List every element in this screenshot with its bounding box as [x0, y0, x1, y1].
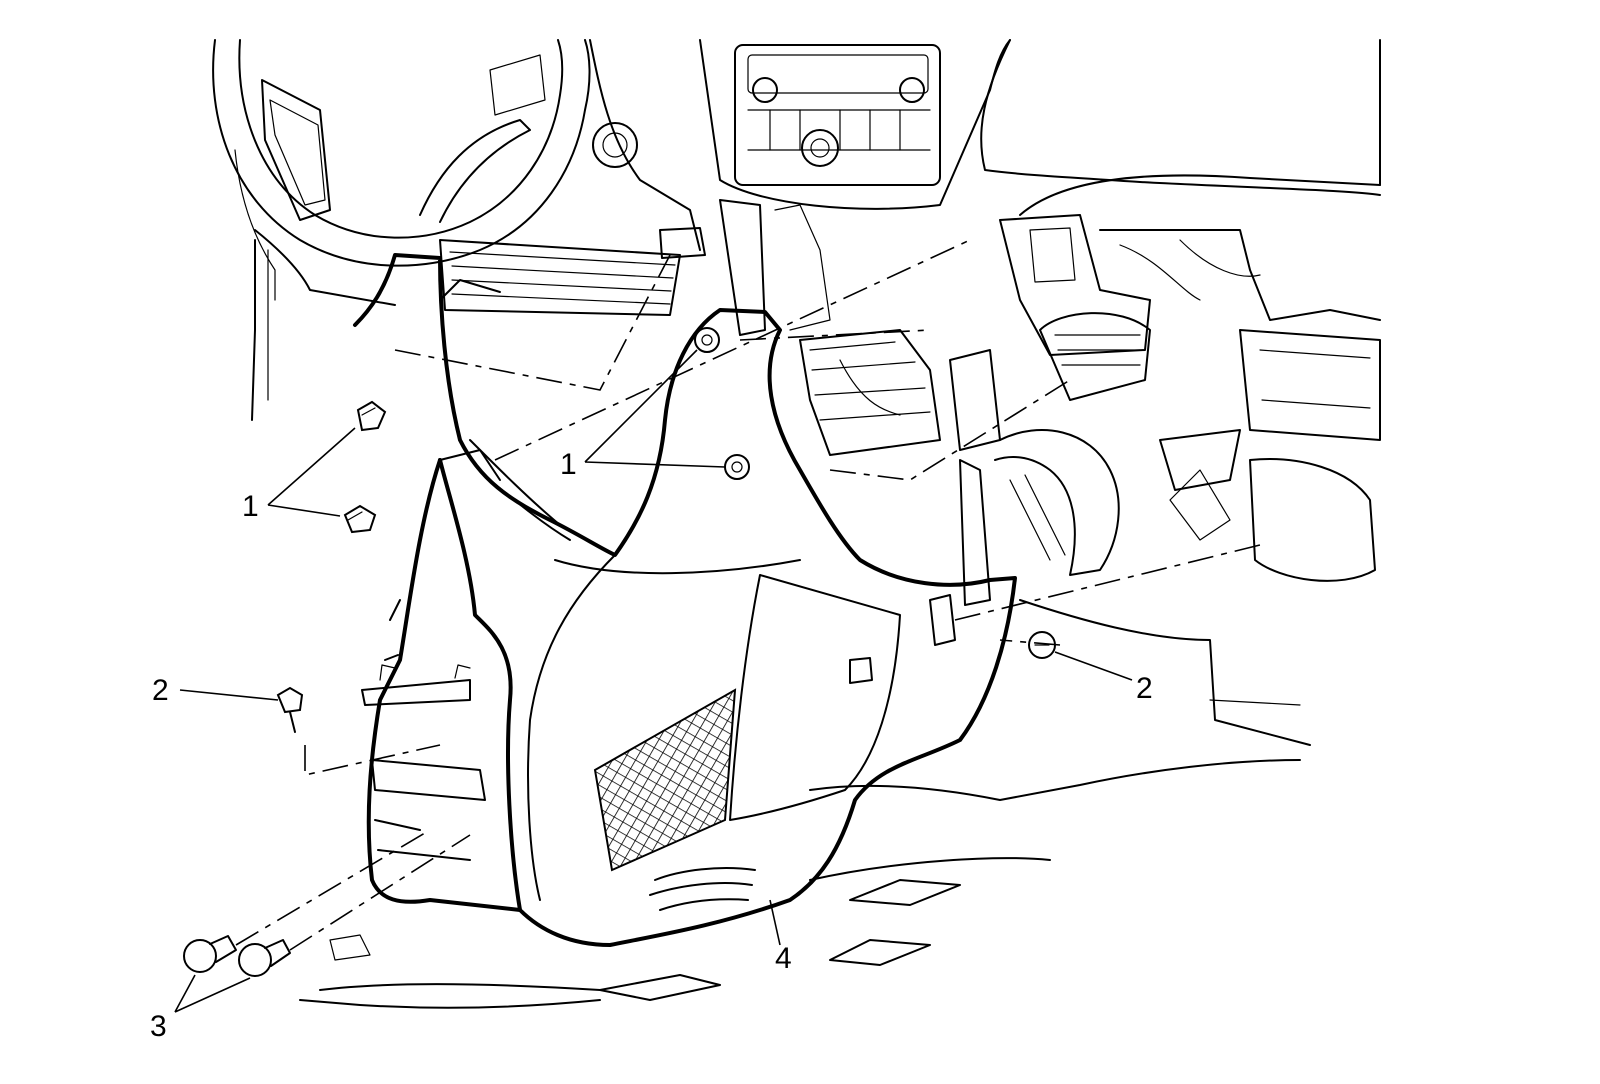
installation-lines: [235, 239, 1261, 951]
steering-wheel: [212, 39, 591, 267]
callout-2-right: 2: [1136, 672, 1153, 705]
floor-and-carpet: [299, 599, 1311, 1009]
callout-4: 4: [775, 942, 792, 975]
push-pin-retainer-1a: [356, 400, 387, 432]
callout-1-left: 1: [242, 490, 259, 523]
callout-2-left: 2: [152, 674, 169, 707]
callouts: 1 1 2 2 3 4: [150, 448, 1153, 1043]
hvac-vents: [439, 227, 706, 316]
bolt-3-b: [238, 939, 291, 977]
screw-2-left: [276, 686, 304, 733]
console-trim-panel: [353, 253, 1017, 947]
push-pin-retainer-1b: [343, 504, 377, 534]
radio-head-unit: [734, 44, 941, 186]
instrument-panel: [234, 39, 1381, 421]
under-dash-components: [719, 199, 1381, 606]
callout-3: 3: [150, 1010, 167, 1043]
leader-lines: [174, 349, 1133, 1013]
push-pin-retainer-1c: [694, 327, 720, 353]
bolt-3-a: [183, 935, 237, 973]
push-pin-retainer-1d: [724, 454, 750, 480]
callout-1-center: 1: [560, 448, 577, 481]
